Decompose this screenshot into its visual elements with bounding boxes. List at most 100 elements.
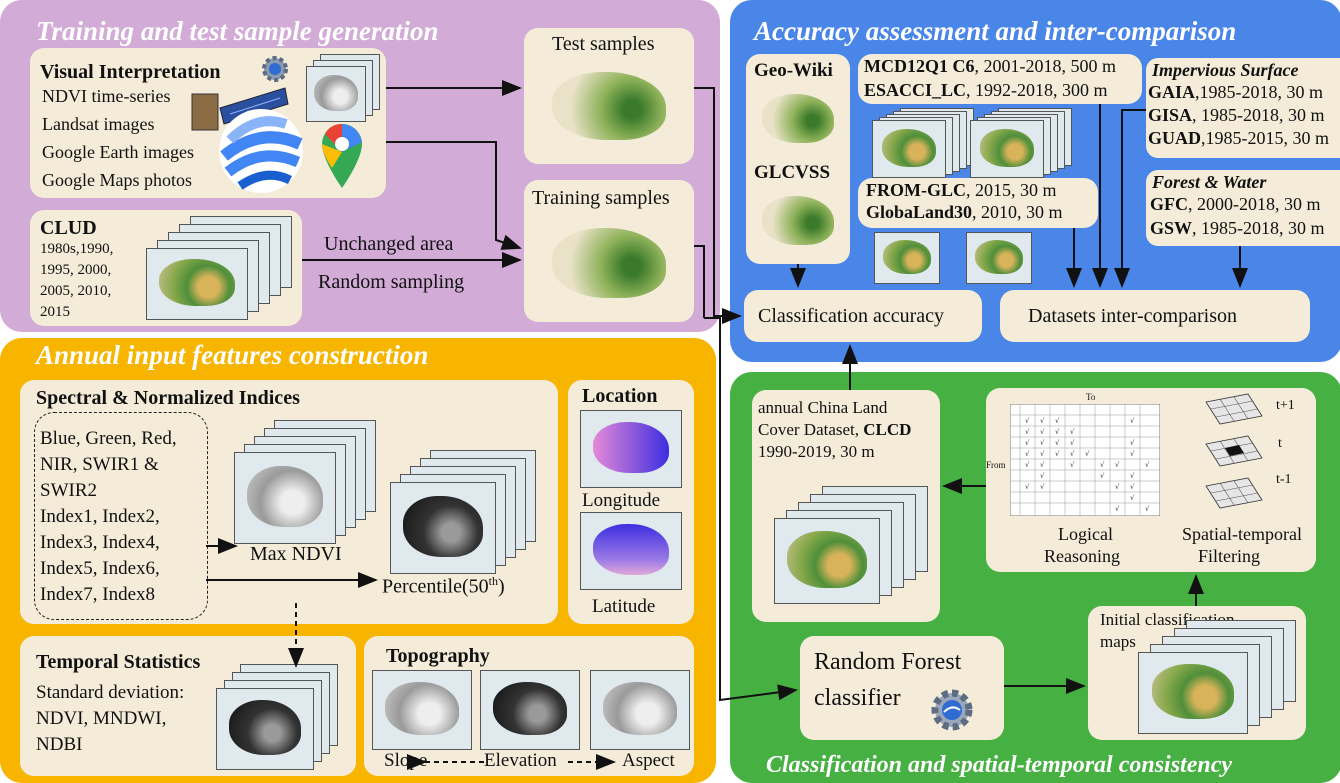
- clud-years-2: 1995, 2000,: [40, 262, 112, 278]
- longitude-label: Longitude: [582, 490, 661, 511]
- band-line-2: NIR, SWIR1 &: [40, 454, 159, 475]
- impervious-surface-card: Impervious Surface GAIA,1985-2018, 30 m …: [1146, 58, 1340, 158]
- clud-title: CLUD: [40, 217, 97, 239]
- svg-text:√: √: [1130, 417, 1135, 425]
- classification-accuracy-box: Classification accuracy: [744, 290, 982, 342]
- initial-maps-card: Initial classification maps: [1088, 606, 1306, 740]
- aspect-label: Aspect: [622, 750, 675, 771]
- guad-text: GUAD,1985-2015, 30 m: [1148, 128, 1329, 148]
- esacci-text: ESACCI_LC, 1992-2018, 300 m: [864, 80, 1108, 100]
- slope-map: [372, 670, 472, 750]
- topography-card: Topography Slope Elevation Aspect: [364, 636, 694, 776]
- temporal-map-stack: [216, 664, 346, 774]
- svg-text:√: √: [1040, 439, 1045, 447]
- svg-text:√: √: [1115, 461, 1120, 469]
- random-forest-line-2: classifier: [814, 685, 901, 711]
- svg-text:√: √: [1115, 483, 1120, 491]
- band-line-5: Index3, Index4,: [40, 532, 160, 553]
- svg-text:√: √: [1025, 450, 1030, 458]
- latitude-map: [580, 512, 682, 590]
- svg-text:√: √: [1025, 439, 1030, 447]
- aspect-map: [590, 670, 690, 750]
- visual-interpretation-card: Visual Interpretation NDVI time-series L…: [30, 48, 386, 198]
- svg-text:√: √: [1130, 494, 1135, 502]
- band-line-4: Index1, Index2,: [40, 506, 160, 527]
- svg-text:√: √: [1025, 461, 1030, 469]
- location-title: Location: [582, 385, 658, 407]
- svg-text:√: √: [1025, 428, 1030, 436]
- temporal-line-2: NDVI, MNDWI,: [36, 708, 167, 729]
- panel-title-sample: Training and test sample generation: [36, 16, 439, 46]
- clcd-line-3: 1990-2019, 30 m: [758, 442, 875, 461]
- latitude-label: Latitude: [592, 596, 656, 617]
- elevation-label: Elevation: [484, 750, 557, 771]
- svg-text:√: √: [1130, 483, 1135, 491]
- band-line-6: Index5, Index6,: [40, 558, 160, 579]
- visual-interpretation-title: Visual Interpretation: [40, 61, 221, 83]
- esacci-map-stack: [970, 108, 1080, 178]
- svg-text:√: √: [1025, 483, 1030, 491]
- clcd-line-2: Cover Dataset, CLCD: [758, 420, 912, 439]
- spectral-title: Spectral & Normalized Indices: [36, 387, 300, 409]
- vi-item-google-earth: Google Earth images: [42, 142, 194, 162]
- clcd-card: annual China Land Cover Dataset, CLCD 19…: [752, 390, 940, 622]
- clud-years-1: 1980s,1990,: [40, 241, 114, 257]
- google-maps-pin-icon: [320, 122, 364, 192]
- spatial-temporal-layers: [1192, 392, 1272, 522]
- svg-text:√: √: [1070, 461, 1075, 469]
- logic-filter-card: To From √√√√ √√√√ √√√√√ √√√√√√ √√√√√√ √√…: [986, 388, 1316, 572]
- band-line-3: SWIR2: [40, 480, 97, 501]
- percentile-label: Percentile(50th): [382, 574, 505, 598]
- clcd-line-1: annual China Land: [758, 398, 888, 417]
- svg-text:√: √: [1130, 472, 1135, 480]
- svg-text:√: √: [1070, 428, 1075, 436]
- transition-matrix: √√√√ √√√√ √√√√√ √√√√√√ √√√√√√ √√√ √√√√ √…: [1009, 403, 1161, 517]
- topography-title: Topography: [386, 645, 490, 667]
- spatial-line-2: Filtering: [1198, 546, 1260, 566]
- location-card: Location Longitude Latitude: [568, 380, 694, 624]
- svg-text:√: √: [1100, 472, 1105, 480]
- svg-text:√: √: [1040, 428, 1045, 436]
- layer-t: t: [1278, 436, 1282, 451]
- svg-text:√: √: [1070, 439, 1075, 447]
- max-ndvi-label: Max NDVI: [250, 543, 342, 565]
- svg-text:√: √: [1055, 417, 1060, 425]
- ndvi-map-stack: [306, 54, 386, 124]
- svg-text:√: √: [1145, 461, 1150, 469]
- svg-text:√: √: [1130, 439, 1135, 447]
- satellite-icon: [190, 78, 290, 148]
- max-ndvi-map-stack: [234, 420, 384, 550]
- svg-text:√: √: [1070, 450, 1075, 458]
- logical-line-2: Reasoning: [1044, 546, 1120, 566]
- elevation-map: [480, 670, 580, 750]
- datasets-intercomparison-label: Datasets inter-comparison: [1028, 305, 1237, 327]
- temporal-line-1: Standard deviation:: [36, 682, 185, 703]
- geo-wiki-map: [750, 84, 846, 156]
- from-glc-card: FROM-GLC, 2015, 30 m GlobaLand30, 2010, …: [858, 178, 1098, 228]
- gisa-text: GISA, 1985-2018, 30 m: [1148, 105, 1325, 125]
- svg-text:√: √: [1055, 450, 1060, 458]
- svg-text:√: √: [1025, 417, 1030, 425]
- panel-title-classification: Classification and spatial-temporal cons…: [766, 752, 1233, 778]
- panel-title-accuracy: Accuracy assessment and inter-comparison: [754, 16, 1237, 46]
- bands-dashed-box: [34, 412, 208, 620]
- longitude-map: [580, 410, 682, 488]
- layer-t-plus-1: t+1: [1276, 398, 1295, 413]
- matrix-to-label: To: [1086, 392, 1096, 402]
- clud-years-4: 2015: [40, 304, 70, 320]
- random-forest-card: Random Forest classifier: [800, 636, 1004, 740]
- classification-accuracy-label: Classification accuracy: [758, 305, 945, 327]
- from-glc-map: [874, 232, 940, 284]
- gfc-text: GFC, 2000-2018, 30 m: [1150, 194, 1321, 214]
- globaland30-text: GlobaLand30, 2010, 30 m: [866, 202, 1063, 222]
- spatial-line-1: Spatial-temporal: [1182, 524, 1302, 544]
- layer-t-minus-1: t-1: [1276, 472, 1292, 487]
- temporal-line-3: NDBI: [36, 734, 83, 755]
- google-earth-icon: [216, 106, 306, 196]
- band-line-1: Blue, Green, Red,: [40, 428, 177, 449]
- svg-text:√: √: [1040, 483, 1045, 491]
- clud-map-stack: [146, 216, 296, 320]
- clud-card: CLUD 1980s,1990, 1995, 2000, 2005, 2010,…: [30, 210, 302, 326]
- gee-gear-icon-large: [928, 686, 976, 734]
